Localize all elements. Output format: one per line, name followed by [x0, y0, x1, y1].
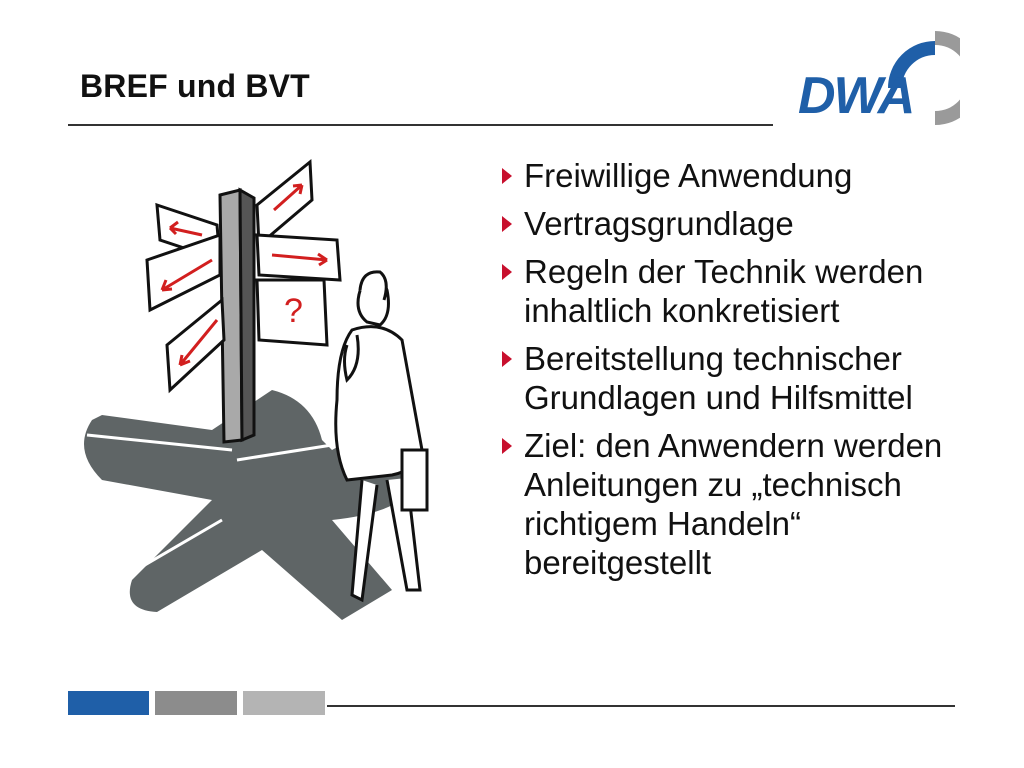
footer-bar-grey-light: [243, 691, 325, 715]
bullet-arrow-icon: [502, 168, 512, 184]
bullet-text: Ziel: den Anwendern werden Anleitungen z…: [524, 427, 943, 581]
question-mark: ?: [284, 292, 303, 330]
bullet-list: Freiwillige Anwendung Vertragsgrundlage …: [500, 156, 980, 591]
footer-bar-grey-dark: [155, 691, 237, 715]
dwa-logo: [888, 31, 960, 125]
bullet-item: Bereitstellung technischer Grundlagen un…: [500, 339, 980, 417]
bullet-text: Vertragsgrundlage: [524, 205, 794, 242]
footer-bar-blue: [68, 691, 149, 715]
bullet-arrow-icon: [502, 216, 512, 232]
bullet-item: Regeln der Technik werden inhaltlich kon…: [500, 252, 980, 330]
bullet-item: Freiwillige Anwendung: [500, 156, 980, 195]
signpost-illustration: ?: [81, 158, 429, 620]
bullet-arrow-icon: [502, 438, 512, 454]
slide-title: BREF und BVT: [80, 68, 310, 104]
bullet-arrow-icon: [502, 351, 512, 367]
title-divider: [68, 124, 773, 126]
bullet-text: Regeln der Technik werden inhaltlich kon…: [524, 253, 924, 329]
bullet-text: Freiwillige Anwendung: [524, 157, 853, 194]
footer-divider: [327, 705, 955, 707]
bullet-item: Ziel: den Anwendern werden Anleitungen z…: [500, 426, 980, 582]
bullet-text: Bereitstellung technischer Grundlagen un…: [524, 340, 913, 416]
bullet-arrow-icon: [502, 264, 512, 280]
logo-wordmark: DWA: [798, 67, 915, 125]
bullet-item: Vertragsgrundlage: [500, 204, 980, 243]
